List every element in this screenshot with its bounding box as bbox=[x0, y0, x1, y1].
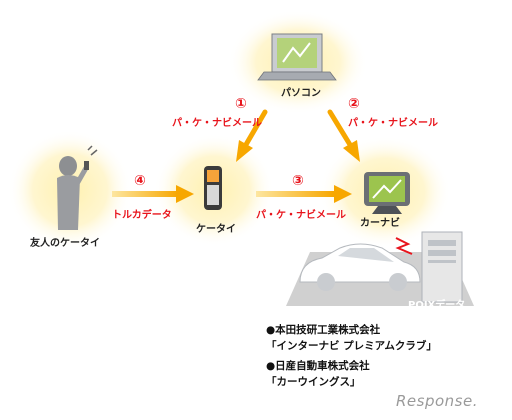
note-1-service: 「インターナビ プレミアムクラブ」 bbox=[266, 340, 437, 352]
flow-4-label: トルカデータ bbox=[112, 210, 172, 221]
flow-1-number: ① bbox=[235, 96, 247, 112]
note-1-company: ●本田技研工業株式会社 bbox=[266, 324, 381, 336]
note-2-service: 「カーウイングス」 bbox=[266, 376, 361, 388]
arrow-1 bbox=[236, 109, 268, 162]
flow-4-number: ④ bbox=[134, 173, 146, 189]
phone-label: ケータイ bbox=[196, 224, 236, 235]
poix-label: POIXデータ bbox=[408, 300, 466, 311]
phone-icon bbox=[204, 166, 222, 210]
carnavi-icon bbox=[364, 172, 410, 214]
response-credit: Response. bbox=[396, 392, 478, 410]
flow-3-number: ③ bbox=[292, 173, 304, 189]
wireless-icon bbox=[395, 237, 413, 255]
friend-person-icon bbox=[57, 145, 98, 230]
arrow-2 bbox=[327, 109, 360, 162]
flow-1-label: パ・ケ・ナビメール bbox=[172, 118, 262, 129]
arrow-4 bbox=[112, 185, 194, 203]
note-2-company: ●日産自動車株式会社 bbox=[266, 360, 370, 372]
server-icon bbox=[421, 231, 463, 303]
arrow-3 bbox=[256, 185, 352, 203]
pc-label: パソコン bbox=[281, 88, 321, 99]
car-icon bbox=[299, 243, 421, 291]
carnavi-label: カーナビ bbox=[360, 218, 400, 229]
flow-2-number: ② bbox=[348, 96, 360, 112]
friend-label: 友人のケータイ bbox=[30, 238, 100, 249]
flow-3-label: パ・ケ・ナビメール bbox=[256, 210, 346, 221]
flow-2-label: パ・ケ・ナビメール bbox=[348, 118, 438, 129]
laptop-icon bbox=[257, 33, 337, 81]
